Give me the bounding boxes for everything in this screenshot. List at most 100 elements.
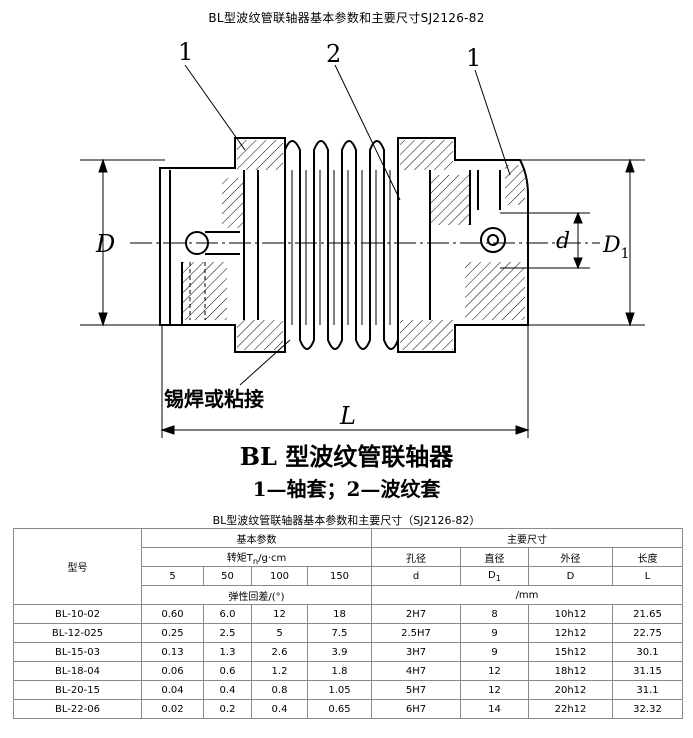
dim-header-name: 孔径: [371, 547, 461, 567]
left-hub: [159, 137, 286, 353]
backlash-cell: 3.9: [307, 642, 372, 662]
d1-cell: 12: [460, 680, 529, 700]
outer-diameter-cell: 20h12: [528, 680, 613, 700]
backlash-cell: 7.5: [307, 623, 372, 643]
length-cell: 32.32: [612, 699, 683, 719]
label-D: D: [95, 230, 115, 258]
backlash-cell: 0.6: [203, 661, 252, 681]
model-cell: BL-12-025: [13, 623, 142, 643]
dim-D1: [520, 158, 645, 327]
model-cell: BL-15-03: [13, 642, 142, 662]
backlash-cell: 0.2: [203, 699, 252, 719]
length-cell: 31.15: [612, 661, 683, 681]
model-cell: BL-20-15: [13, 680, 142, 700]
backlash-cell: 1.8: [307, 661, 372, 681]
d1-cell: 14: [460, 699, 529, 719]
bore-cell: 3H7: [371, 642, 461, 662]
coupling-drawing: D d D1 L 1 2 1: [0, 28, 693, 442]
length-cell: 22.75: [612, 623, 683, 643]
dim-header-symbol: D: [528, 566, 613, 586]
figure-caption-legend: 1—轴套；2—波纹套: [252, 477, 441, 501]
torque-header: 转矩Tn/g·cm: [141, 547, 372, 567]
d1-cell: 9: [460, 642, 529, 662]
outer-diameter-cell: 22h12: [528, 699, 613, 719]
dim-d: [500, 211, 590, 270]
bore-cell: 5H7: [371, 680, 461, 700]
bore-cell: 2.5H7: [371, 623, 461, 643]
elastic-header: 弹性回差/(°): [141, 585, 372, 605]
outer-diameter-cell: 12h12: [528, 623, 613, 643]
main-dims-header: 主要尺寸: [371, 528, 683, 548]
weld-note: 锡焊或粘接: [164, 387, 264, 411]
backlash-cell: 1.05: [307, 680, 372, 700]
bore-cell: 6H7: [371, 699, 461, 719]
dim-L: [160, 325, 530, 440]
spec-table: 型号 基本参数 主要尺寸 转矩Tn/g·cm 孔径 直径 外径 长度 5 50 …: [13, 528, 683, 719]
dim-D: [80, 158, 165, 327]
torque-value: 100: [251, 566, 308, 586]
backlash-cell: 0.25: [141, 623, 204, 643]
dim-header-name: 直径: [460, 547, 529, 567]
dim-header-name: 长度: [612, 547, 683, 567]
model-header: 型号: [13, 528, 142, 605]
dim-header-symbol: d: [371, 566, 461, 586]
length-cell: 30.1: [612, 642, 683, 662]
bore-cell: 4H7: [371, 661, 461, 681]
outer-diameter-cell: 18h12: [528, 661, 613, 681]
dim-header-name: 外径: [528, 547, 613, 567]
bellows: [284, 140, 399, 350]
leader-lines: [184, 64, 511, 386]
backlash-cell: 0.06: [141, 661, 204, 681]
backlash-cell: 0.65: [307, 699, 372, 719]
outer-diameter-cell: 15h12: [528, 642, 613, 662]
d1-cell: 8: [460, 604, 529, 624]
backlash-cell: 1.2: [251, 661, 308, 681]
dim-header-symbol: L: [612, 566, 683, 586]
backlash-cell: 2.5: [203, 623, 252, 643]
length-cell: 31.1: [612, 680, 683, 700]
backlash-cell: 0.04: [141, 680, 204, 700]
outer-diameter-cell: 10h12: [528, 604, 613, 624]
backlash-cell: 2.6: [251, 642, 308, 662]
figure-caption-title: BL 型波纹管联轴器: [239, 442, 454, 471]
backlash-cell: 1.3: [203, 642, 252, 662]
torque-value: 50: [203, 566, 252, 586]
backlash-cell: 6.0: [203, 604, 252, 624]
torque-value: 5: [141, 566, 204, 586]
torque-value: 150: [307, 566, 372, 586]
backlash-cell: 0.8: [251, 680, 308, 700]
d1-cell: 9: [460, 623, 529, 643]
label-L: L: [339, 402, 356, 430]
model-cell: BL-10-02: [13, 604, 142, 624]
backlash-cell: 0.13: [141, 642, 204, 662]
right-hub: [397, 137, 529, 353]
part-label-1-right: 1: [466, 44, 481, 72]
d1-cell: 12: [460, 661, 529, 681]
basic-params-header: 基本参数: [141, 528, 372, 548]
backlash-cell: 5: [251, 623, 308, 643]
page-title: BL型波纹管联轴器基本参数和主要尺寸SJ2126-82: [208, 11, 485, 25]
part-label-2: 2: [326, 40, 341, 68]
label-d: d: [556, 229, 570, 254]
backlash-cell: 0.4: [251, 699, 308, 719]
label-D1: D1: [602, 233, 630, 262]
model-cell: BL-18-04: [13, 661, 142, 681]
dim-header-symbol: D1: [460, 566, 529, 586]
bore-cell: 2H7: [371, 604, 461, 624]
backlash-cell: 18: [307, 604, 372, 624]
part-label-1-left: 1: [178, 38, 193, 66]
backlash-cell: 0.4: [203, 680, 252, 700]
backlash-cell: 12: [251, 604, 308, 624]
length-cell: 21.65: [612, 604, 683, 624]
backlash-cell: 0.60: [141, 604, 204, 624]
table-title: BL型波纹管联轴器基本参数和主要尺寸（SJ2126-82）: [212, 514, 481, 527]
model-cell: BL-22-06: [13, 699, 142, 719]
unit-mm: /mm: [371, 585, 683, 605]
backlash-cell: 0.02: [141, 699, 204, 719]
